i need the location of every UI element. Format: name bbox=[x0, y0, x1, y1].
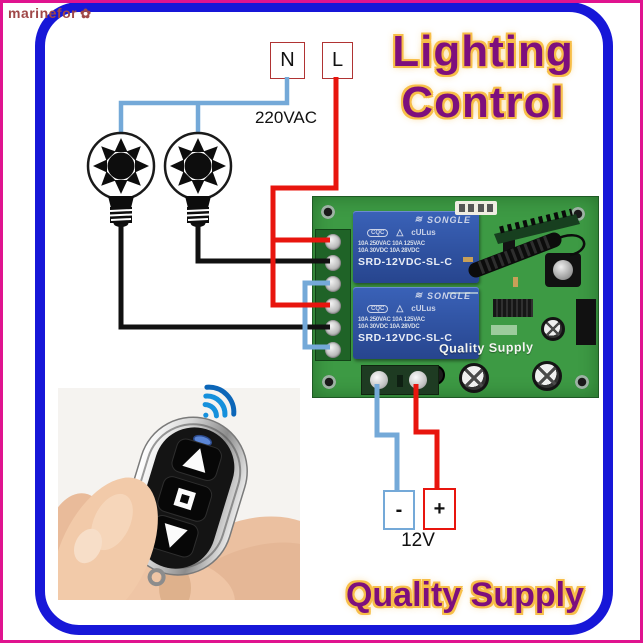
mounting-hole bbox=[321, 205, 335, 219]
resistor bbox=[513, 277, 518, 287]
power-screw-plus bbox=[409, 371, 427, 389]
songle-logo-icon: ≋ bbox=[414, 290, 423, 300]
relay-ratings-dc: 10A 30VDC 10A 28VDC bbox=[358, 323, 420, 330]
title-line-1: Lighting bbox=[392, 27, 574, 76]
terminal-screw-2 bbox=[325, 255, 341, 271]
resistor bbox=[463, 257, 473, 262]
relay-1: ≋SONGLE CQC △ cULus 10A 250VAC 10A 125VA… bbox=[353, 211, 479, 283]
learning-button bbox=[545, 253, 581, 287]
ul-mark: cULus bbox=[411, 304, 436, 313]
mounting-hole bbox=[571, 207, 585, 221]
dc-plus-label: + bbox=[423, 488, 456, 530]
cqc-mark: CQC bbox=[367, 304, 389, 313]
relay-model: SRD-12VDC-SL-C bbox=[358, 332, 453, 344]
mounting-hole bbox=[322, 375, 336, 389]
relay-2: ≋SONGLE CQC △ cULus 10A 250VAC 10A 125VA… bbox=[353, 287, 479, 359]
terminal-screw-1 bbox=[325, 234, 341, 250]
relay-ratings-dc: 10A 30VDC 10A 28VDC bbox=[358, 247, 420, 254]
brand-name: Quality Supply bbox=[345, 576, 585, 614]
page-title: Lighting Control bbox=[378, 26, 588, 128]
button-cap bbox=[553, 260, 573, 280]
transistor bbox=[503, 235, 515, 259]
ic-chip bbox=[493, 299, 533, 317]
watermark-text: marinefor bbox=[8, 5, 78, 21]
terminal-screw-3 bbox=[325, 276, 341, 292]
dc-minus-label: - bbox=[383, 490, 415, 530]
terminal-screw-5 bbox=[325, 320, 341, 336]
pin-connector bbox=[455, 201, 497, 215]
capacitor bbox=[532, 361, 562, 391]
capacitor bbox=[459, 363, 489, 393]
power-terminal-block bbox=[361, 365, 439, 395]
terminal-screw-6 bbox=[325, 342, 341, 358]
component-block bbox=[576, 299, 596, 345]
dc-voltage-label: 12V bbox=[401, 530, 435, 551]
neutral-terminal-label: N bbox=[270, 42, 305, 79]
ul-mark: cULus bbox=[411, 228, 436, 237]
ac-voltage-label: 220VAC bbox=[254, 108, 318, 127]
relay-ratings-ac: 10A 250VAC 10A 125VAC bbox=[358, 241, 425, 247]
mounting-hole bbox=[575, 375, 589, 389]
power-slot bbox=[397, 375, 403, 387]
blue-rounded-frame bbox=[35, 2, 613, 635]
pcb-print: Quality Supply bbox=[438, 340, 534, 356]
title-line-2: Control bbox=[401, 78, 565, 127]
relay-model: SRD-12VDC-SL-C bbox=[358, 256, 453, 268]
relay-brand: SONGLE bbox=[426, 214, 471, 225]
power-screw-minus bbox=[370, 371, 388, 389]
relay-brand: SONGLE bbox=[426, 290, 471, 301]
capacitor bbox=[541, 317, 565, 341]
cqc-mark: CQC bbox=[367, 228, 389, 237]
relay-ratings-ac: 10A 250VAC 10A 125VAC bbox=[358, 317, 425, 323]
songle-logo-icon: ≋ bbox=[414, 214, 423, 224]
silk-box bbox=[491, 325, 517, 335]
silk-line bbox=[448, 292, 478, 294]
screw-terminal-block bbox=[315, 229, 351, 361]
live-terminal-label: L bbox=[322, 42, 353, 79]
triangle-mark-icon: △ bbox=[396, 227, 404, 237]
relay-board: ≋SONGLE CQC △ cULus 10A 250VAC 10A 125VA… bbox=[312, 196, 599, 398]
flower-icon: ✿ bbox=[80, 6, 92, 21]
terminal-screw-4 bbox=[325, 298, 341, 314]
triangle-mark-icon: △ bbox=[396, 303, 404, 313]
watermark: marinefor✿ bbox=[8, 5, 91, 22]
